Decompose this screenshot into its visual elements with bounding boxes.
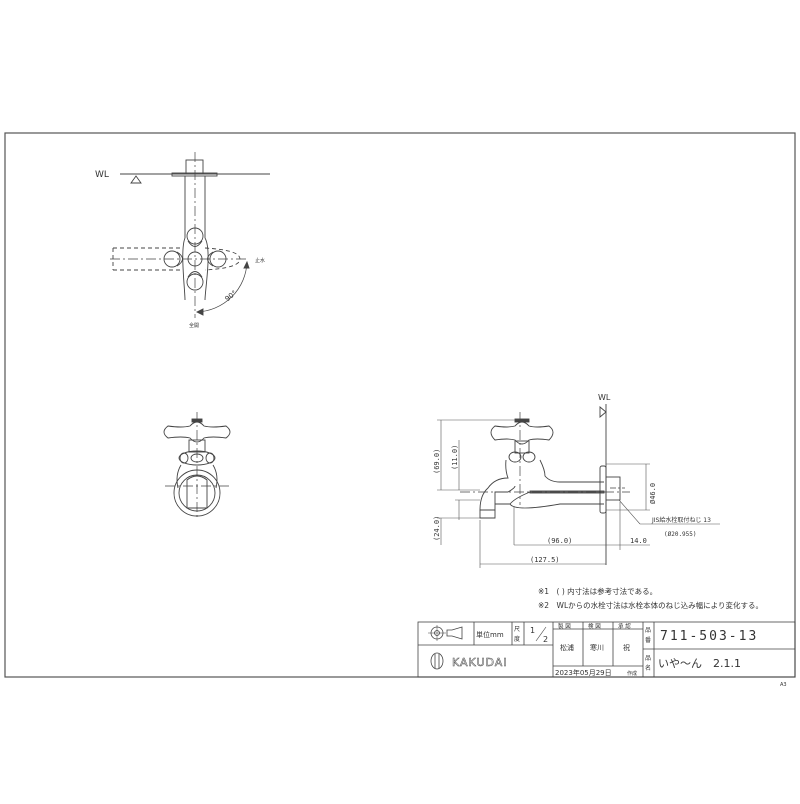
sheet-size-mark: A3: [780, 682, 787, 688]
dim-overall-length: (127.5): [530, 556, 560, 564]
wl-triangle-icon: [599, 406, 607, 418]
dim-height-total: (69.0): [433, 449, 441, 474]
dim-thread-length: 14.0: [630, 537, 647, 545]
name-drafted: 松浦: [560, 643, 574, 652]
part-name-label-2: 名: [645, 664, 651, 672]
dim-spout-below: (24.0): [433, 516, 441, 541]
top-view-wl-label: WL: [95, 170, 109, 180]
note-2: ※2 WLからの水栓寸法は水栓本体のねじ込み幅により変化する。: [538, 600, 763, 610]
thread-callout-line1: JIS給水栓取付ねじ 13: [651, 516, 711, 524]
stop-position-label: 止水: [255, 257, 265, 264]
dimension-lines: [437, 419, 720, 568]
open-position-label: 全開: [189, 322, 199, 329]
part-name-label-1: 品: [645, 655, 651, 662]
side-view-wl-label: WL: [598, 393, 611, 402]
note-1: ※1 ( ) 内寸法は参考寸法である。: [538, 586, 657, 596]
date-suffix: 作成: [627, 670, 637, 677]
top-view: [110, 152, 270, 318]
dim-body-length: (96.0): [547, 537, 572, 545]
scale-label-2: 度: [514, 635, 520, 643]
drawing-frame: [4, 132, 796, 678]
dim-spout-drop: (11.0): [451, 445, 459, 470]
name-checked: 寒川: [590, 643, 604, 652]
date: 2023年05月29日: [555, 668, 612, 677]
title-block: [417, 621, 796, 678]
company-name: KAKUDAI: [452, 656, 508, 669]
header-checked: 検 図: [588, 622, 601, 630]
name-approved: 祝: [623, 643, 630, 652]
dim-flange-diameter: Ø46.0: [649, 483, 657, 504]
side-view: [460, 404, 630, 565]
header-drafted: 製 図: [558, 622, 571, 630]
front-view: [163, 412, 231, 520]
wl-triangle-icon: [130, 175, 142, 184]
part-number: 711-503-13: [660, 629, 758, 644]
scale-denominator: 2: [543, 635, 548, 644]
unit-label: 単位mm: [476, 630, 504, 639]
part-no-label-1: 品: [645, 627, 651, 634]
scale-numerator: 1: [530, 626, 535, 635]
kakudai-logo-icon: [430, 652, 444, 670]
part-no-label-2: 番: [645, 637, 651, 644]
angle-label: 90°: [224, 289, 239, 303]
scale-label-1: 尺: [514, 626, 520, 633]
part-name: いや～ん 2.1.1: [658, 657, 741, 670]
thread-callout-line2: (Ø20.955): [664, 531, 697, 538]
header-approved: 承 認: [618, 622, 631, 630]
